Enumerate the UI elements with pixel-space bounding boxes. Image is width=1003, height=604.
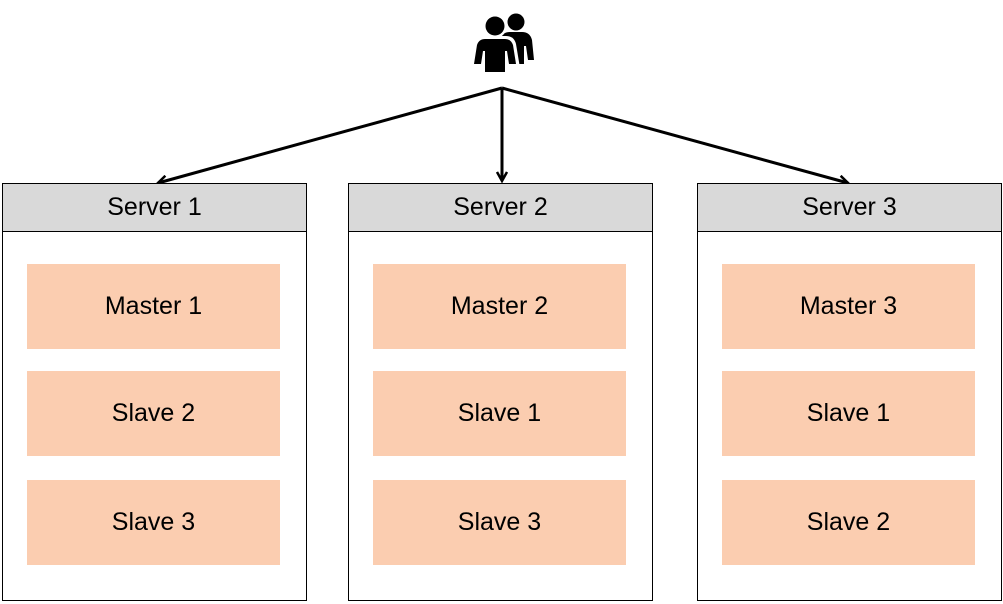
arrow-to-server-1 [158, 86, 503, 183]
server-1-title: Server 1 [3, 184, 306, 232]
server-3-node-1: Master 3 [722, 264, 975, 349]
server-1-node-3: Slave 3 [27, 480, 280, 565]
users-icon [470, 13, 534, 72]
server-1-node-2: Slave 2 [27, 371, 280, 456]
server-2-box: Server 2 Master 2 Slave 1 Slave 3 [348, 183, 653, 601]
server-2-node-1: Master 2 [373, 264, 626, 349]
server-2-node-2: Slave 1 [373, 371, 626, 456]
arrow-to-server-3 [501, 86, 848, 183]
server-3-node-2: Slave 1 [722, 371, 975, 456]
server-3-box: Server 3 Master 3 Slave 1 Slave 2 [697, 183, 1002, 601]
server-1-node-1: Master 1 [27, 264, 280, 349]
server-1-box: Server 1 Master 1 Slave 2 Slave 3 [2, 183, 307, 601]
server-3-node-3: Slave 2 [722, 480, 975, 565]
server-2-node-3: Slave 3 [373, 480, 626, 565]
server-2-title: Server 2 [349, 184, 652, 232]
server-3-title: Server 3 [698, 184, 1001, 232]
